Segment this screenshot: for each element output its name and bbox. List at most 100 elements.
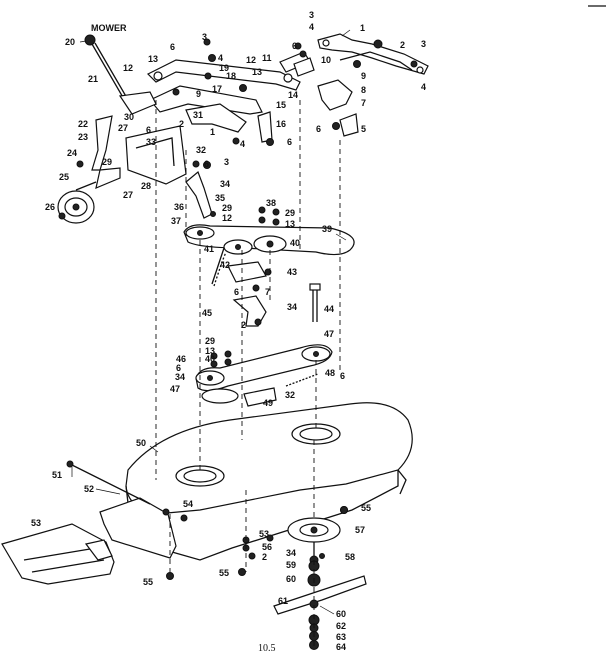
callout-18: 18 bbox=[226, 71, 236, 81]
callout-29: 29 bbox=[285, 208, 295, 218]
callout-44: 44 bbox=[324, 304, 334, 314]
callout-10: 10 bbox=[321, 55, 331, 65]
callout-34: 34 bbox=[175, 372, 185, 382]
callout-40: 40 bbox=[290, 238, 300, 248]
callout-6: 6 bbox=[146, 125, 151, 135]
deck-housing bbox=[99, 402, 413, 561]
deck-gauge-rod bbox=[66, 460, 151, 505]
callout-24: 24 bbox=[67, 148, 77, 158]
long-bolt bbox=[309, 283, 321, 322]
callout-36: 36 bbox=[174, 202, 184, 212]
callout-17: 17 bbox=[212, 84, 222, 94]
callout-59: 59 bbox=[286, 560, 296, 570]
callout-47: 47 bbox=[170, 384, 180, 394]
callout-6: 6 bbox=[340, 371, 345, 381]
lower-belt bbox=[195, 344, 333, 407]
pivot-bracket bbox=[91, 115, 187, 189]
upper-drive-belt bbox=[183, 224, 355, 256]
callout-62: 62 bbox=[336, 621, 346, 631]
callout-12: 12 bbox=[123, 63, 133, 73]
callout-49: 49 bbox=[263, 398, 273, 408]
callout-4: 4 bbox=[309, 22, 314, 32]
spindle-pulley bbox=[287, 517, 341, 558]
callout-9: 9 bbox=[196, 89, 201, 99]
mower-blade bbox=[273, 575, 367, 650]
callout-14: 14 bbox=[288, 90, 298, 100]
callout-61: 61 bbox=[278, 596, 288, 606]
callout-35: 35 bbox=[215, 193, 225, 203]
lift-lever bbox=[84, 34, 157, 115]
callout-6: 6 bbox=[170, 42, 175, 52]
callout-6: 6 bbox=[292, 41, 297, 51]
callout-29: 29 bbox=[102, 157, 112, 167]
callout-9: 9 bbox=[361, 71, 366, 81]
callout-4: 4 bbox=[421, 82, 426, 92]
callout-7: 7 bbox=[265, 287, 270, 297]
callout-20: 20 bbox=[65, 37, 75, 47]
hanger-bracket-right bbox=[317, 33, 429, 75]
callout-42: 42 bbox=[220, 260, 230, 270]
callout-41: 41 bbox=[204, 244, 214, 254]
callout-19: 19 bbox=[219, 63, 229, 73]
callout-60: 60 bbox=[286, 574, 296, 584]
callout-2: 2 bbox=[179, 119, 184, 129]
callout-56: 56 bbox=[262, 542, 272, 552]
callout-3: 3 bbox=[202, 32, 207, 42]
hardware-upper bbox=[76, 38, 418, 168]
callout-15: 15 bbox=[276, 100, 286, 110]
callout-34: 34 bbox=[287, 302, 297, 312]
callout-47: 47 bbox=[324, 329, 334, 339]
callout-53: 53 bbox=[31, 518, 41, 528]
callout-40: 40 bbox=[205, 354, 215, 364]
callout-52: 52 bbox=[84, 484, 94, 494]
callout-4: 4 bbox=[240, 139, 245, 149]
callout-64: 64 bbox=[336, 642, 346, 652]
callout-58: 58 bbox=[345, 552, 355, 562]
callout-27: 27 bbox=[118, 123, 128, 133]
callout-53: 53 bbox=[259, 529, 269, 539]
callout-22: 22 bbox=[78, 119, 88, 129]
callout-23: 23 bbox=[78, 132, 88, 142]
callout-29: 29 bbox=[222, 203, 232, 213]
callout-21: 21 bbox=[88, 74, 98, 84]
callout-6: 6 bbox=[176, 363, 181, 373]
discharge-chute bbox=[1, 523, 115, 585]
callout-11: 11 bbox=[262, 53, 272, 63]
callout-4: 4 bbox=[218, 53, 223, 63]
callout-13: 13 bbox=[252, 67, 262, 77]
callout-28: 28 bbox=[141, 181, 151, 191]
idler-arm-and-spring bbox=[211, 206, 280, 327]
callout-32: 32 bbox=[196, 145, 206, 155]
callout-13: 13 bbox=[205, 346, 215, 356]
callout-labels: 3 4 1 2 3 4 10 9 8 7 6 5 6 11 12 13 14 1… bbox=[31, 10, 426, 652]
callout-7: 7 bbox=[361, 98, 366, 108]
callout-57: 57 bbox=[355, 525, 365, 535]
alignment-lines bbox=[155, 100, 341, 650]
callout-2: 2 bbox=[262, 552, 267, 562]
spindle-hardware bbox=[166, 506, 348, 587]
callout-12: 12 bbox=[246, 55, 256, 65]
callout-51: 51 bbox=[52, 470, 62, 480]
callout-3: 3 bbox=[224, 157, 229, 167]
callout-55: 55 bbox=[361, 503, 371, 513]
callout-60: 60 bbox=[336, 609, 346, 619]
callout-26: 26 bbox=[45, 202, 55, 212]
callout-16: 16 bbox=[276, 119, 286, 129]
callout-3: 3 bbox=[309, 10, 314, 20]
callout-3: 3 bbox=[421, 39, 426, 49]
gauge-wheel bbox=[57, 181, 97, 224]
lift-links bbox=[257, 51, 359, 143]
callout-38: 38 bbox=[266, 198, 276, 208]
callout-6: 6 bbox=[316, 124, 321, 134]
callout-13: 13 bbox=[148, 54, 158, 64]
callout-33: 33 bbox=[146, 137, 156, 147]
diagram-title: MOWER bbox=[91, 23, 127, 33]
callout-43: 43 bbox=[287, 267, 297, 277]
callout-1: 1 bbox=[210, 127, 215, 137]
callout-30: 30 bbox=[124, 112, 134, 122]
idler-bracket bbox=[185, 161, 216, 219]
callout-46: 46 bbox=[176, 354, 186, 364]
callout-55: 55 bbox=[143, 577, 153, 587]
callout-13: 13 bbox=[285, 219, 295, 229]
callout-27: 27 bbox=[123, 190, 133, 200]
